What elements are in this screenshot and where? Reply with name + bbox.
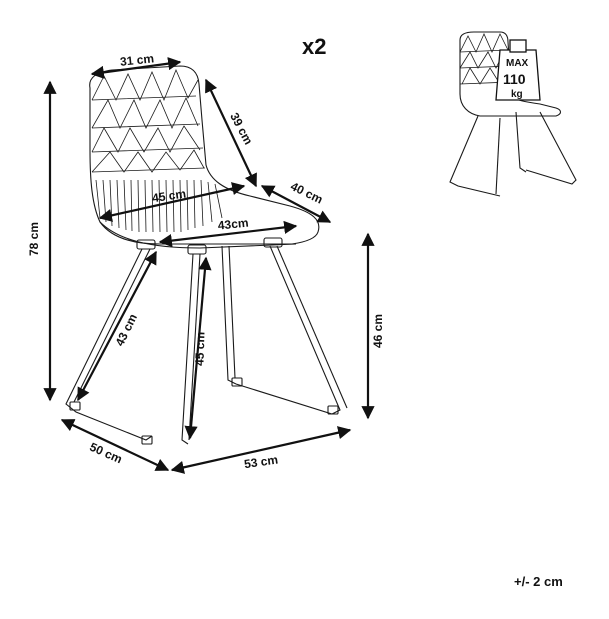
chair-drawing: [65, 65, 348, 445]
label-seat-height: 46 cm: [371, 314, 385, 348]
max-load-unit: kg: [511, 89, 523, 100]
label-seat-width: 45 cm: [151, 187, 187, 206]
quantity-label: x2: [302, 34, 326, 59]
leg-back-line: [184, 256, 212, 440]
label-leg-back: 45 cm: [192, 332, 207, 366]
label-overall-height: 78 cm: [27, 222, 41, 256]
seat-top-width-line: [90, 57, 182, 79]
label-seat-inner-width: 43cm: [217, 216, 249, 233]
tolerance-note: +/- 2 cm: [514, 574, 563, 589]
dimension-lines: [43, 57, 375, 474]
back-depth-line: [205, 78, 257, 188]
base-width-line: [170, 426, 352, 474]
label-base-depth: 50 cm: [88, 440, 125, 467]
leg-front-line: [77, 250, 157, 402]
label-base-width: 53 cm: [243, 453, 279, 472]
seat-depth-line: [260, 185, 332, 223]
max-load-label: MAX: [506, 58, 529, 69]
load-chair-icon: [449, 31, 577, 197]
weight-icon: MAX 110 kg: [495, 39, 541, 101]
base-depth-line: [60, 419, 170, 471]
seat-inner-width-line: [158, 220, 298, 248]
max-load-value: 110: [503, 71, 526, 87]
seat-width-line: [98, 182, 246, 222]
label-back-depth: 39 cm: [227, 110, 255, 147]
label-seat-top-width: 31 cm: [119, 51, 154, 68]
backrest-pattern: [91, 68, 223, 233]
